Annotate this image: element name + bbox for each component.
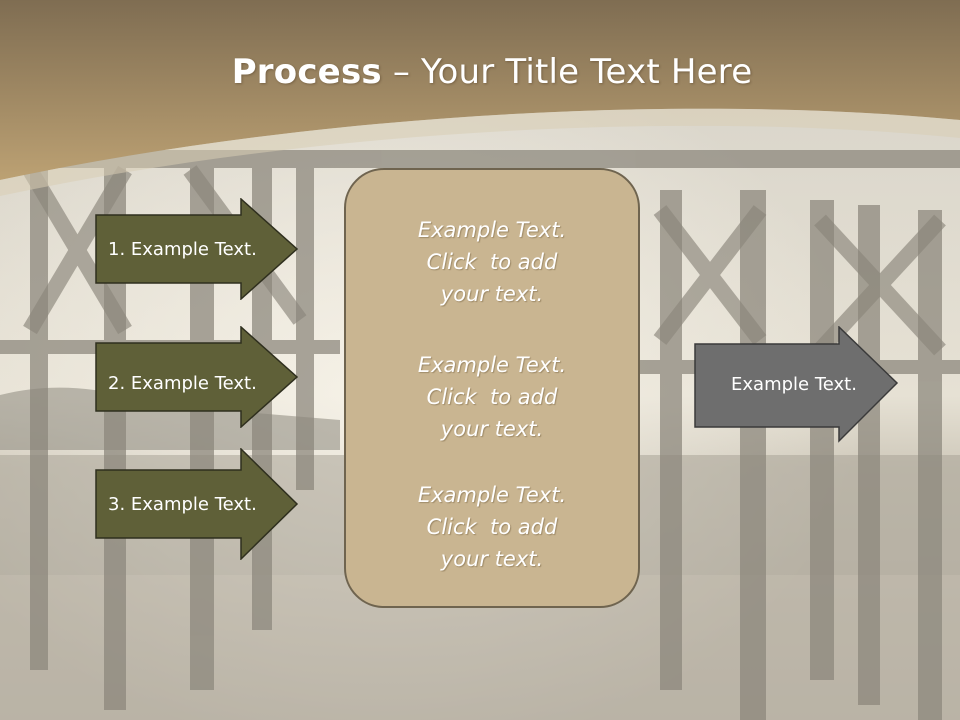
center-paragraph-2: Example Text. Click to add your text. bbox=[346, 349, 638, 445]
paragraph-line: your text. bbox=[440, 282, 544, 306]
arrow-right-shape bbox=[694, 326, 899, 443]
arrow-right-shape bbox=[95, 448, 299, 560]
title-rest: – Your Title Text Here bbox=[381, 52, 753, 92]
arrow-right-shape bbox=[95, 326, 299, 428]
result-arrow-label: Example Text. bbox=[731, 373, 857, 395]
paragraph-line: Click to add bbox=[426, 385, 558, 409]
paragraph-line: Example Text. bbox=[417, 483, 567, 507]
step-arrow-2[interactable]: 2. Example Text. bbox=[95, 326, 299, 428]
paragraph-line: Example Text. bbox=[417, 218, 567, 242]
step-arrow-1[interactable]: 1. Example Text. bbox=[95, 198, 299, 300]
center-text-box[interactable]: Example Text. Click to add your text. Ex… bbox=[344, 168, 640, 608]
step-arrow-label: 3. Example Text. bbox=[108, 493, 257, 515]
center-paragraph-1: Example Text. Click to add your text. bbox=[346, 214, 638, 310]
paragraph-line: your text. bbox=[440, 547, 544, 571]
paragraph-line: Click to add bbox=[426, 250, 558, 274]
paragraph-line: Click to add bbox=[426, 515, 558, 539]
result-arrow[interactable]: Example Text. bbox=[694, 326, 900, 444]
arrow-right-shape bbox=[95, 198, 299, 300]
step-arrow-label: 1. Example Text. bbox=[108, 238, 257, 260]
title-bold: Process bbox=[231, 52, 382, 92]
paragraph-line: Example Text. bbox=[417, 353, 567, 377]
step-arrow-label: 2. Example Text. bbox=[108, 372, 257, 394]
slide-title: Process – Your Title Text Here bbox=[0, 52, 960, 92]
paragraph-line: your text. bbox=[440, 417, 544, 441]
step-arrow-3[interactable]: 3. Example Text. bbox=[95, 448, 299, 560]
center-paragraph-3: Example Text. Click to add your text. bbox=[346, 479, 638, 575]
